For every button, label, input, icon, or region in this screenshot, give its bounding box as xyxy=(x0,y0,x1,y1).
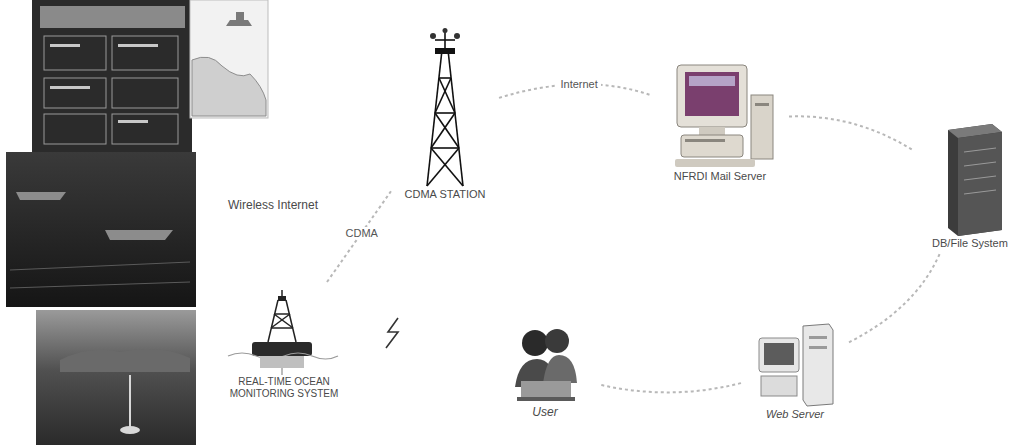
icon-node: REAL-TIME OCEAN MONITORING SYSTEM xyxy=(222,286,346,400)
node-icon xyxy=(655,55,785,174)
icon-node: NFRDI Mail Server xyxy=(655,55,785,183)
node-icon xyxy=(918,122,1022,241)
dashed-connector xyxy=(327,191,391,282)
node-icon xyxy=(222,286,342,380)
dashed-connector xyxy=(599,383,741,392)
icon-node: Web Server xyxy=(745,318,845,421)
node-caption: Web Server xyxy=(745,408,845,421)
dashed-connector xyxy=(789,116,914,151)
node-icon xyxy=(395,28,495,192)
icon-node: User xyxy=(495,325,595,419)
free-label: Wireless Internet xyxy=(228,198,318,212)
node-caption: DB/File System xyxy=(918,237,1022,250)
signal-zigzag xyxy=(386,318,398,348)
node-caption: CDMA STATION xyxy=(395,188,495,201)
dashed-connector xyxy=(849,254,940,342)
node-caption: User xyxy=(495,405,595,419)
icon-node: DB/File System xyxy=(918,122,1022,250)
node-icon xyxy=(745,318,845,412)
edge-label: Internet xyxy=(557,78,600,90)
node-caption: NFRDI Mail Server xyxy=(655,170,785,183)
edge-label: CDMA xyxy=(343,227,381,239)
icon-node: CDMA STATION xyxy=(395,28,495,201)
node-icon xyxy=(495,325,595,409)
node-caption: REAL-TIME OCEAN MONITORING SYSTEM xyxy=(222,376,346,400)
